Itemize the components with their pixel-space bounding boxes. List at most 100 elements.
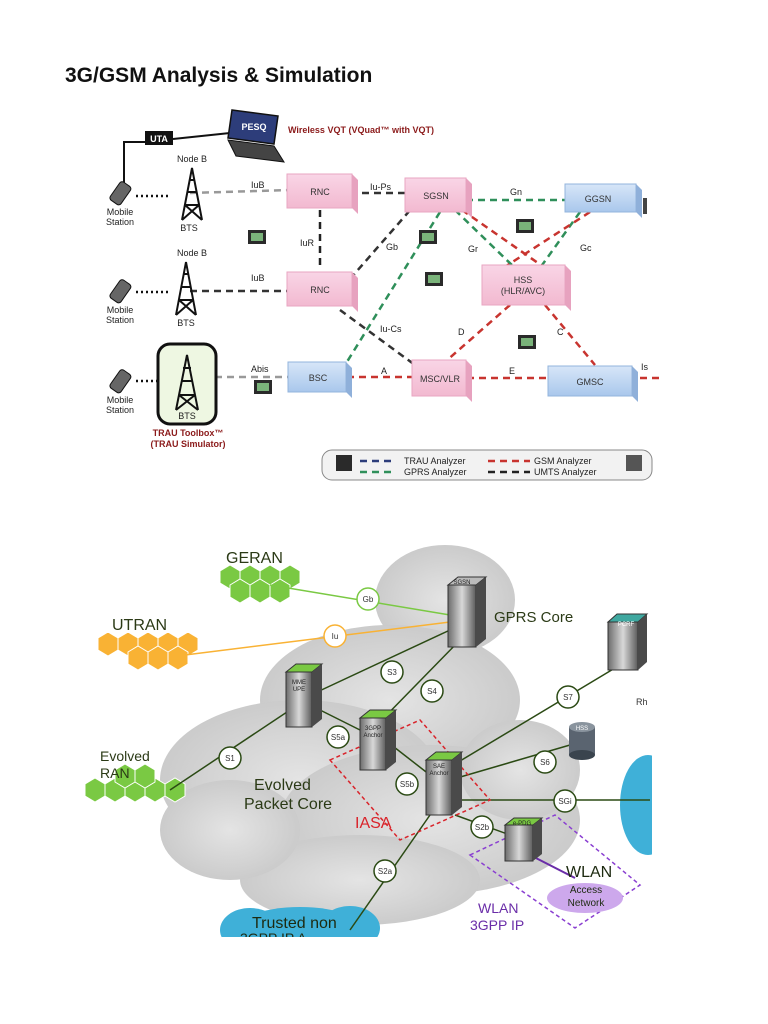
s7-marker — [556, 685, 580, 709]
abis-label: Abis — [251, 364, 269, 374]
diagram-sae-epc: GERAN UTRAN Evolved RAN — [0, 530, 768, 1024]
iub-label: IuB — [251, 180, 265, 190]
s5b-marker — [395, 772, 419, 796]
epdg-label: e-PDG — [513, 821, 532, 827]
gmsc-label: GMSC — [577, 377, 605, 387]
s4-iface-label: S4 — [427, 687, 437, 696]
sgsn-hss-red — [461, 208, 549, 272]
node-b-label: Node B — [177, 248, 207, 258]
wlan-3gpp-label: WLAN — [478, 900, 518, 916]
evolved-ran-label: Evolved — [100, 748, 150, 764]
gb-marker — [356, 587, 380, 611]
right-mask — [652, 530, 768, 940]
iu-iface-label: Iu — [332, 632, 339, 641]
radio-links — [136, 194, 168, 383]
bsc-label: BSC — [309, 373, 328, 383]
mobile-station-3: Mobile Station — [106, 369, 134, 415]
rh-label: Rh — [636, 697, 648, 707]
trusted-label: Trusted non — [252, 915, 337, 932]
mobile-label: Mobile — [107, 207, 134, 217]
sgsn-node: SGSN — [404, 177, 472, 218]
uta-cable — [123, 141, 145, 196]
page-title: 3G/GSM Analysis & Simulation — [65, 64, 373, 87]
station-label: Station — [106, 217, 134, 227]
s2b-marker — [470, 815, 494, 839]
ggsn-hss-red-1 — [499, 210, 591, 272]
s2b-iface-label: S2b — [475, 823, 490, 832]
gr-label: Gr — [468, 244, 478, 254]
sae-anchor-label: Anchor — [429, 771, 448, 777]
geran-label: GERAN — [226, 550, 283, 567]
pesq-cable — [172, 132, 231, 140]
legend-terminal-icon — [626, 455, 642, 471]
legend-box — [321, 449, 653, 481]
hss-node: HSS (HLR/AVC) — [481, 264, 571, 311]
hss-label: HSS — [576, 726, 588, 732]
gb-label: Gb — [386, 242, 398, 252]
s5a-marker — [326, 725, 350, 749]
upe-label: UPE — [293, 687, 305, 693]
gn-label: Gn — [510, 187, 522, 197]
legend-trau: TRAU Analyzer — [404, 456, 466, 466]
tower-icon — [181, 167, 203, 221]
trau-subtitle: (TRAU Simulator) — [151, 439, 226, 449]
d-label: D — [458, 327, 465, 337]
cut-node-icon — [643, 198, 647, 214]
access-label: Access — [570, 885, 602, 896]
legend-gprs: GPRS Analyzer — [404, 467, 467, 477]
station-label: Station — [106, 315, 134, 325]
s6-iface-label: S6 — [540, 758, 550, 767]
node-b-label: Node B — [177, 154, 207, 164]
interface-markers — [218, 587, 580, 883]
tower-icon — [175, 354, 199, 411]
gr-link — [454, 209, 516, 269]
gmsc-node: GMSC — [547, 365, 638, 402]
trusted-label-2: 3GPP IP A — [240, 930, 307, 946]
phone-icon — [109, 181, 132, 206]
uta-label: UTA — [150, 134, 168, 144]
mme-upe-server: MME UPE — [284, 663, 324, 728]
legend-gsm: GSM Analyzer — [534, 456, 592, 466]
3gpp-label: 3GPP — [365, 726, 381, 732]
hss-label: HSS — [514, 275, 533, 285]
s2a-marker — [373, 859, 397, 883]
station-label: Station — [106, 405, 134, 415]
iu-ps-label: Iu-Ps — [370, 182, 392, 192]
bsc-node: BSC — [287, 361, 352, 398]
iub-label-2: IuB — [251, 273, 265, 283]
gb-iface-label: Gb — [363, 595, 374, 604]
sgsn-label: SGSN — [453, 580, 470, 586]
c-link — [544, 304, 596, 366]
mobile-station-1: Mobile Station — [106, 181, 134, 227]
rnc-label: RNC — [310, 187, 330, 197]
c-label: C — [557, 327, 564, 337]
sae-label: SAE — [433, 764, 445, 770]
pcrf-server: PCRF — [606, 613, 649, 671]
uta-box — [145, 131, 173, 145]
iu-cs-link — [339, 308, 416, 367]
hss-database-icon: HSS — [569, 722, 595, 760]
access-network-blob — [547, 883, 623, 913]
network-label: Network — [568, 898, 606, 909]
wlan-3gpp-label-2: 3GPP IP — [470, 917, 524, 933]
rnc-label: RNC — [310, 285, 330, 295]
s6-marker — [533, 750, 557, 774]
iu-cs-label: Iu-Cs — [380, 324, 402, 334]
mobile-label: Mobile — [107, 305, 134, 315]
legend-umts: UMTS Analyzer — [534, 467, 597, 477]
pcrf-label: PCRF — [618, 622, 635, 628]
sgi-marker — [553, 789, 577, 813]
3gpp-anchor-server: 3GPP Anchor — [358, 709, 398, 771]
d-link — [444, 304, 511, 363]
trau-frame — [156, 342, 218, 426]
mme-label: MME — [292, 680, 306, 686]
ggsn-node: GGSN — [564, 183, 642, 218]
bottom-mask — [0, 937, 768, 1024]
wlan-label: WLAN — [566, 864, 612, 881]
pesq-laptop-icon: PESQ — [227, 109, 285, 163]
rnc-node-1: RNC — [286, 173, 358, 214]
s2a-iface-label: S2a — [378, 867, 393, 876]
rnc-node-2: RNC — [286, 271, 358, 312]
ggsn-label: GGSN — [585, 194, 612, 204]
geran-hexes — [219, 564, 301, 604]
